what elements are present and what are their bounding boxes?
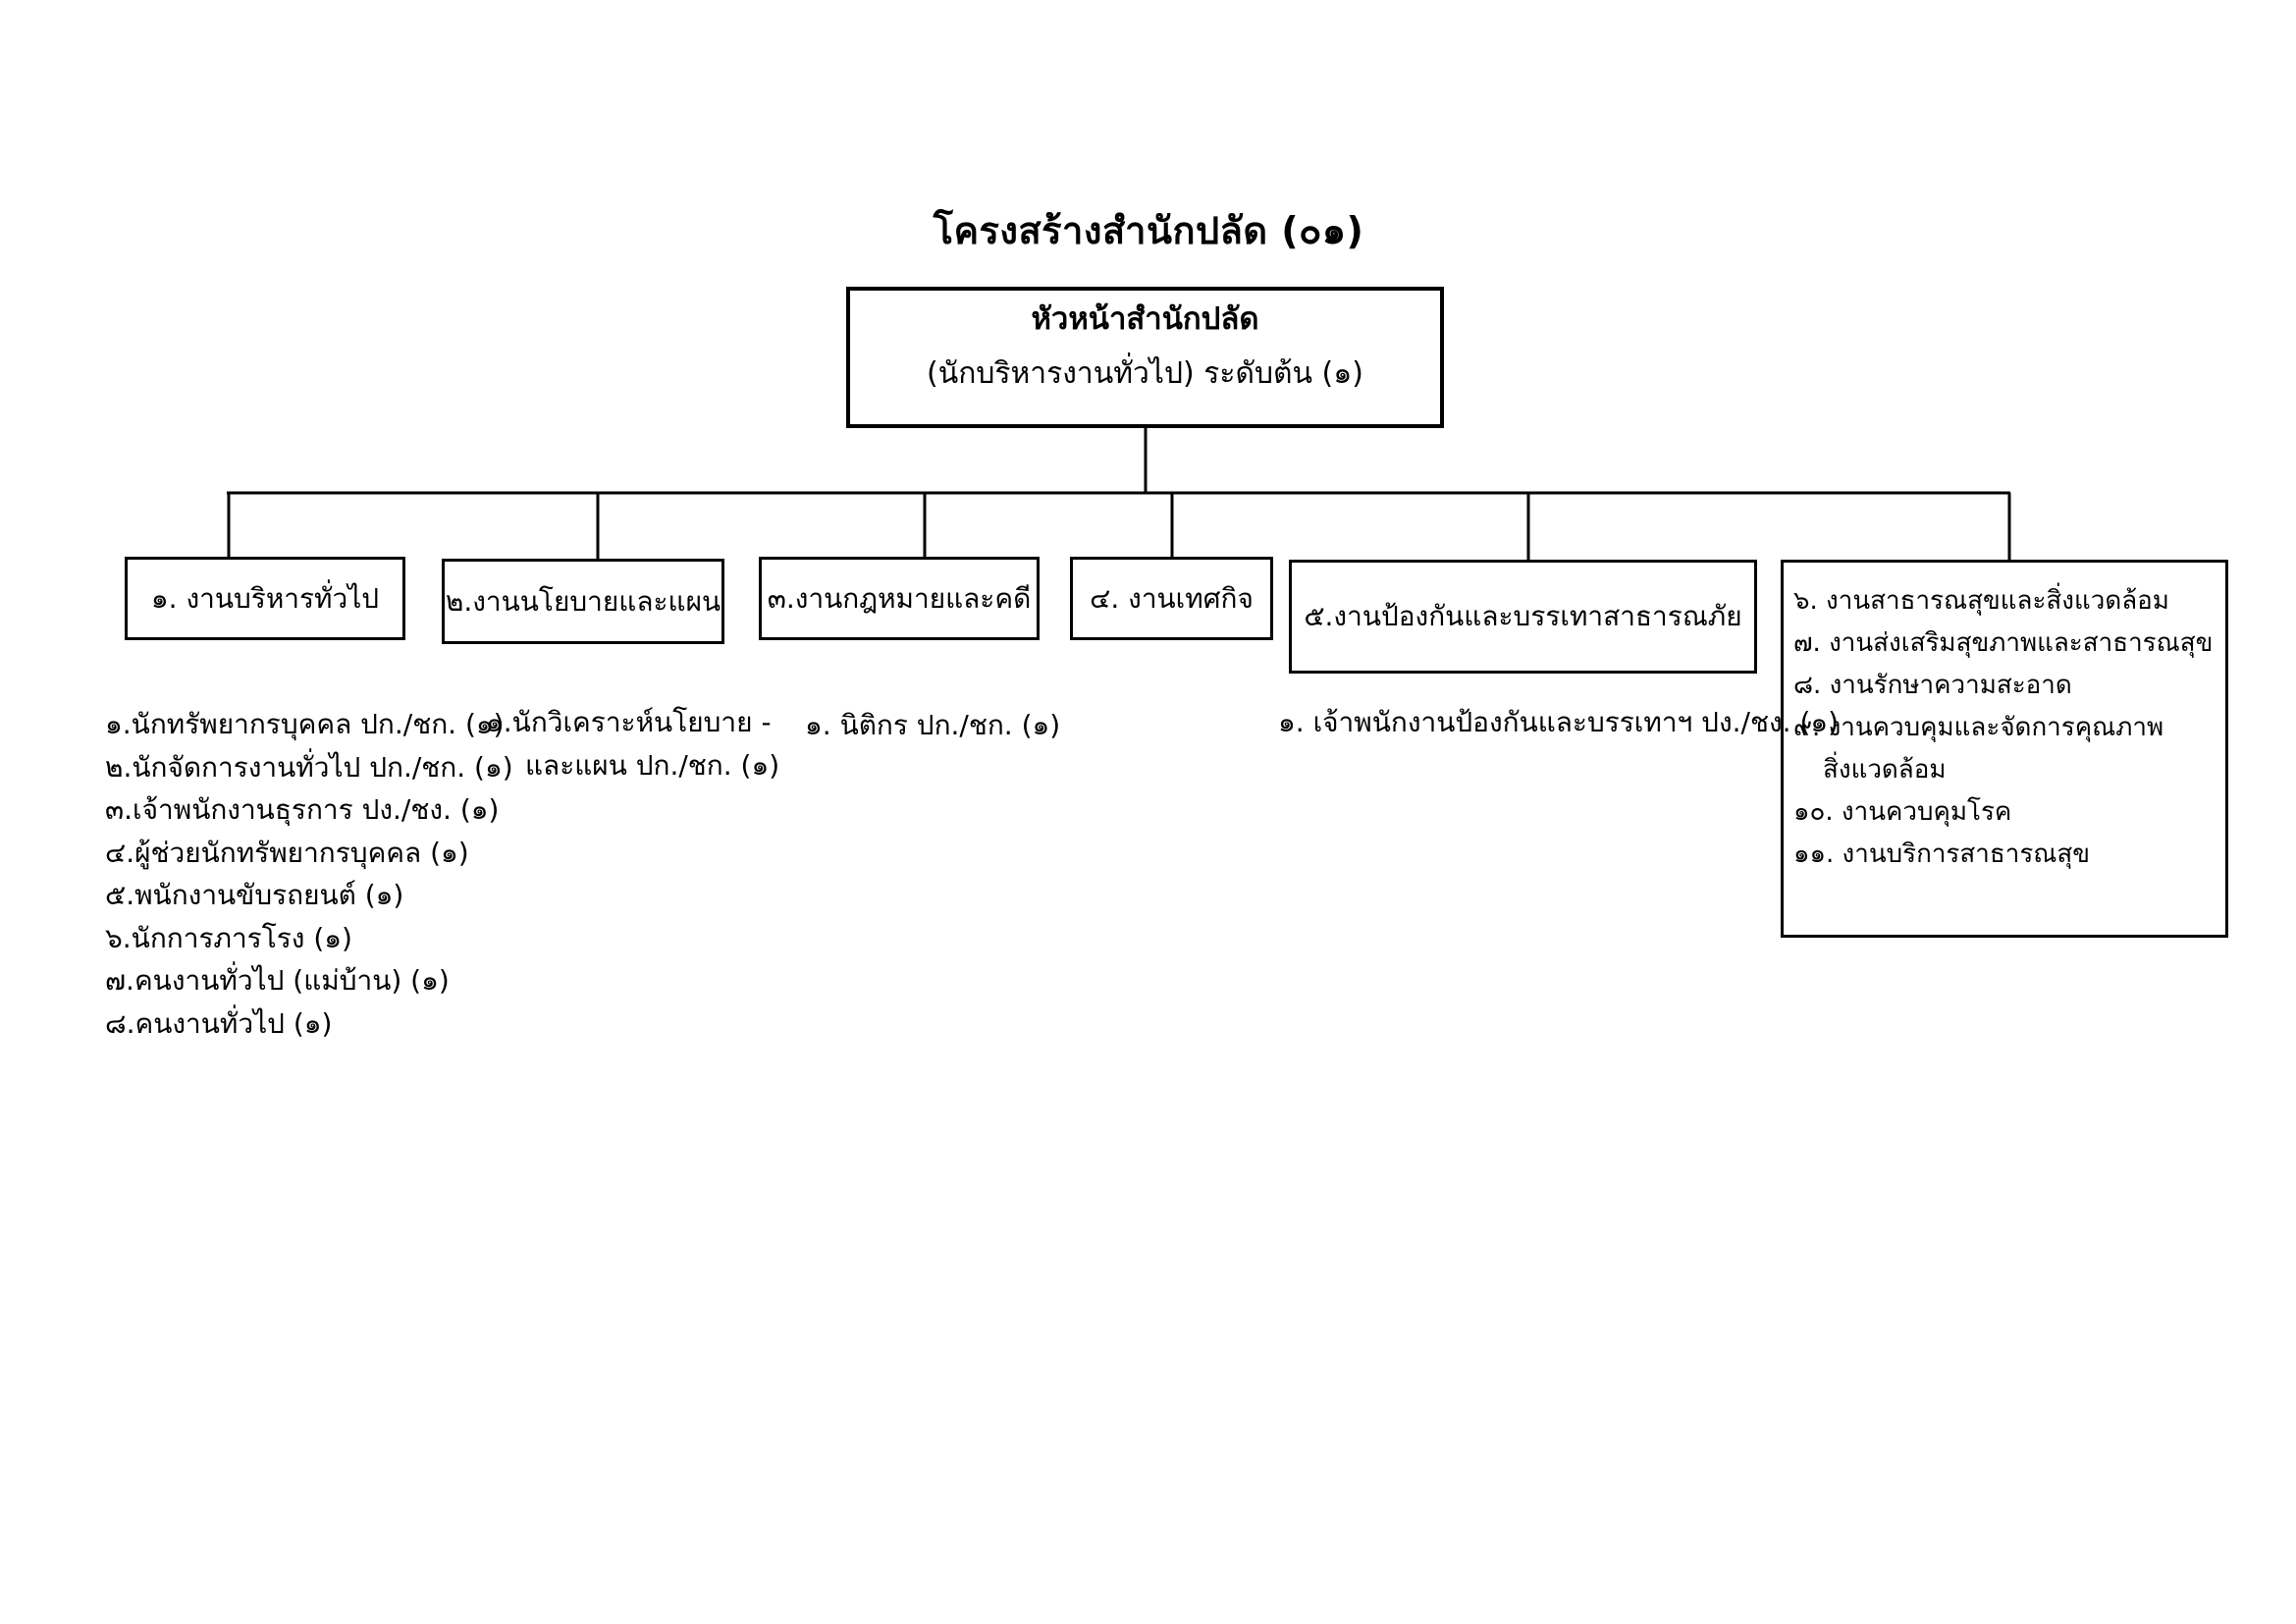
staff-item: ๑.นักทรัพยากรบุคคล ปก./ชก. (๑) <box>105 708 505 740</box>
staff-item: ๕.พนักงานขับรถยนต์ (๑) <box>105 879 404 911</box>
root-box-title: หัวหน้าสำนักปลัด <box>1031 300 1259 337</box>
dept-box-legal-affairs: ๓.งานกฎหมายและคดี <box>759 557 1040 640</box>
dept-box-policy-and-plan: ๒.งานนโยบายและแผน <box>442 559 724 644</box>
staff-item: ๑.นักวิเคราะห์นโยบาย - <box>486 706 772 738</box>
staff-list-general-administration: ๑.นักทรัพยากรบุคคล ปก./ชก. (๑) ๒.นักจัดก… <box>105 703 513 1045</box>
dept-box-label: ๓.งานกฎหมายและคดี <box>767 581 1032 615</box>
dept-box-general-administration: ๑. งานบริหารทั่วไป <box>125 557 405 640</box>
staff-list-disaster-prevention: ๑. เจ้าพนักงานป้องกันและบรรเทาฯ ปง./ชง. … <box>1278 701 1839 744</box>
root-box-subtitle: (นักบริหารงานทั่วไป) ระดับต้น (๑) <box>927 355 1363 391</box>
dept-box-label: ๕.งานป้องกันและบรรเทาสาธารณภัย <box>1304 600 1742 632</box>
dept-box-public-health-functions: ๖. งานสาธารณสุขและสิ่งแวดล้อม ๗. งานส่งเ… <box>1781 560 2228 938</box>
staff-item: ๑. เจ้าพนักงานป้องกันและบรรเทาฯ ปง./ชง. … <box>1278 706 1840 738</box>
staff-item: ๓.เจ้าพนักงานธุรการ ปง./ชง. (๑) <box>105 793 500 826</box>
function-line-continuation: สิ่งแวดล้อม <box>1823 755 1947 785</box>
staff-item: ๒.นักจัดการงานทั่วไป ปก./ชก. (๑) <box>105 750 513 784</box>
staff-item: ๔.ผู้ช่วยนักทรัพยากรบุคคล (๑) <box>105 836 469 869</box>
staff-item: ๘.คนงานทั่วไป (๑) <box>105 1006 333 1040</box>
staff-list-legal-affairs: ๑. นิติกร ปก./ชก. (๑) <box>805 704 1060 747</box>
staff-item: ๑. นิติกร ปก./ชก. (๑) <box>805 709 1061 741</box>
dept-box-municipal-inspection: ๔. งานเทศกิจ <box>1070 557 1273 640</box>
function-line: ๘. งานรักษาความสะอาด <box>1793 671 2072 700</box>
staff-item: ๗.คนงานทั่วไป (แม่บ้าน) (๑) <box>105 964 450 997</box>
function-line: ๙. งานควบคุมและจัดการคุณภาพ <box>1793 713 2164 742</box>
root-box-head-of-office: หัวหน้าสำนักปลัด (นักบริหารงานทั่วไป) ระ… <box>846 287 1444 428</box>
dept-box-label: ๒.งานนโยบายและแผน <box>445 584 721 618</box>
staff-item-continuation: และแผน ปก./ชก. (๑) <box>525 748 780 782</box>
dept-box-label: ๔. งานเทศกิจ <box>1090 581 1254 615</box>
dept-box-label: ๑. งานบริหารทั่วไป <box>150 581 380 615</box>
function-line: ๗. งานส่งเสริมสุขภาพและสาธารณสุข <box>1793 628 2214 658</box>
staff-item: ๖.นักการภารโรง (๑) <box>105 921 352 954</box>
function-line: ๖. งานสาธารณสุขและสิ่งแวดล้อม <box>1793 586 2169 616</box>
dept-box-disaster-prevention: ๕.งานป้องกันและบรรเทาสาธารณภัย <box>1289 560 1757 674</box>
page-title: โครงสร้างสำนักปลัด (๐๑) <box>933 209 1364 252</box>
function-line: ๑๐. งานควบคุมโรค <box>1793 797 2012 827</box>
staff-list-policy-and-plan: ๑.นักวิเคราะห์นโยบาย - และแผน ปก./ชก. (๑… <box>486 701 779 786</box>
function-line: ๑๑. งานบริการสาธารณสุข <box>1793 839 2091 869</box>
